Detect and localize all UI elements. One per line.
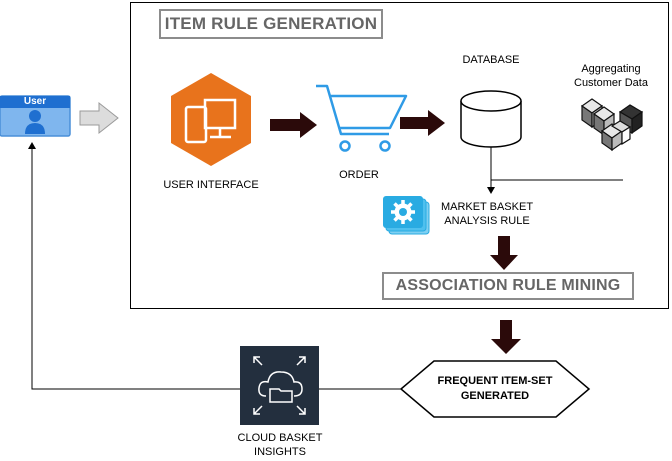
- user-interface-icon: [171, 73, 251, 166]
- frequent-itemset-line-1: FREQUENT ITEM-SET: [437, 375, 553, 387]
- mba-label: MARKET BASKET ANALYSIS RULE: [426, 200, 548, 228]
- association-rule-mining-title: ASSOCIATION RULE MINING: [382, 272, 634, 300]
- cloud-folder-icon: [240, 346, 319, 425]
- user-card-icon: [0, 95, 71, 137]
- order-to-database-arrow: [400, 110, 445, 136]
- user-interface-label: USER INTERFACE: [163, 179, 259, 191]
- shopping-cart-icon: [316, 84, 408, 152]
- aggregating-label: Aggregating Customer Data: [561, 62, 661, 90]
- cubes-icon: [580, 98, 644, 152]
- cloud-basket-label: CLOUD BASKET INSIGHTS: [224, 431, 336, 459]
- mba-to-mining-arrow: [490, 236, 518, 270]
- aggregating-label-line-2: Customer Data: [574, 77, 648, 89]
- ui-to-order-arrow: [270, 112, 317, 138]
- aggregating-label-line-1: Aggregating: [581, 63, 641, 75]
- user-to-system-arrow: [79, 101, 119, 135]
- item-rule-generation-title: ITEM RULE GENERATION: [159, 9, 383, 39]
- database-icon: [460, 90, 522, 148]
- item-rule-generation-frame: [130, 2, 669, 309]
- mining-to-frequent-arrow: [491, 320, 521, 354]
- frequent-itemset-label: FREQUENT ITEM-SET GENERATED: [425, 374, 565, 404]
- database-label: DATABASE: [462, 54, 520, 66]
- frequent-itemset-hexagon: [399, 360, 591, 418]
- frequent-itemset-line-2: GENERATED: [460, 390, 530, 402]
- mba-label-line-2: ANALYSIS RULE: [444, 215, 530, 227]
- mba-label-line-1: MARKET BASKET: [440, 201, 534, 213]
- user-card-label: User: [23, 96, 47, 107]
- order-label: ORDER: [339, 169, 379, 181]
- cloud-basket-label-line-2: INSIGHTS: [254, 446, 306, 458]
- cloud-to-user-connector: [28, 142, 240, 390]
- gear-icon: [383, 196, 430, 235]
- cloud-basket-label-line-1: CLOUD BASKET: [237, 432, 323, 444]
